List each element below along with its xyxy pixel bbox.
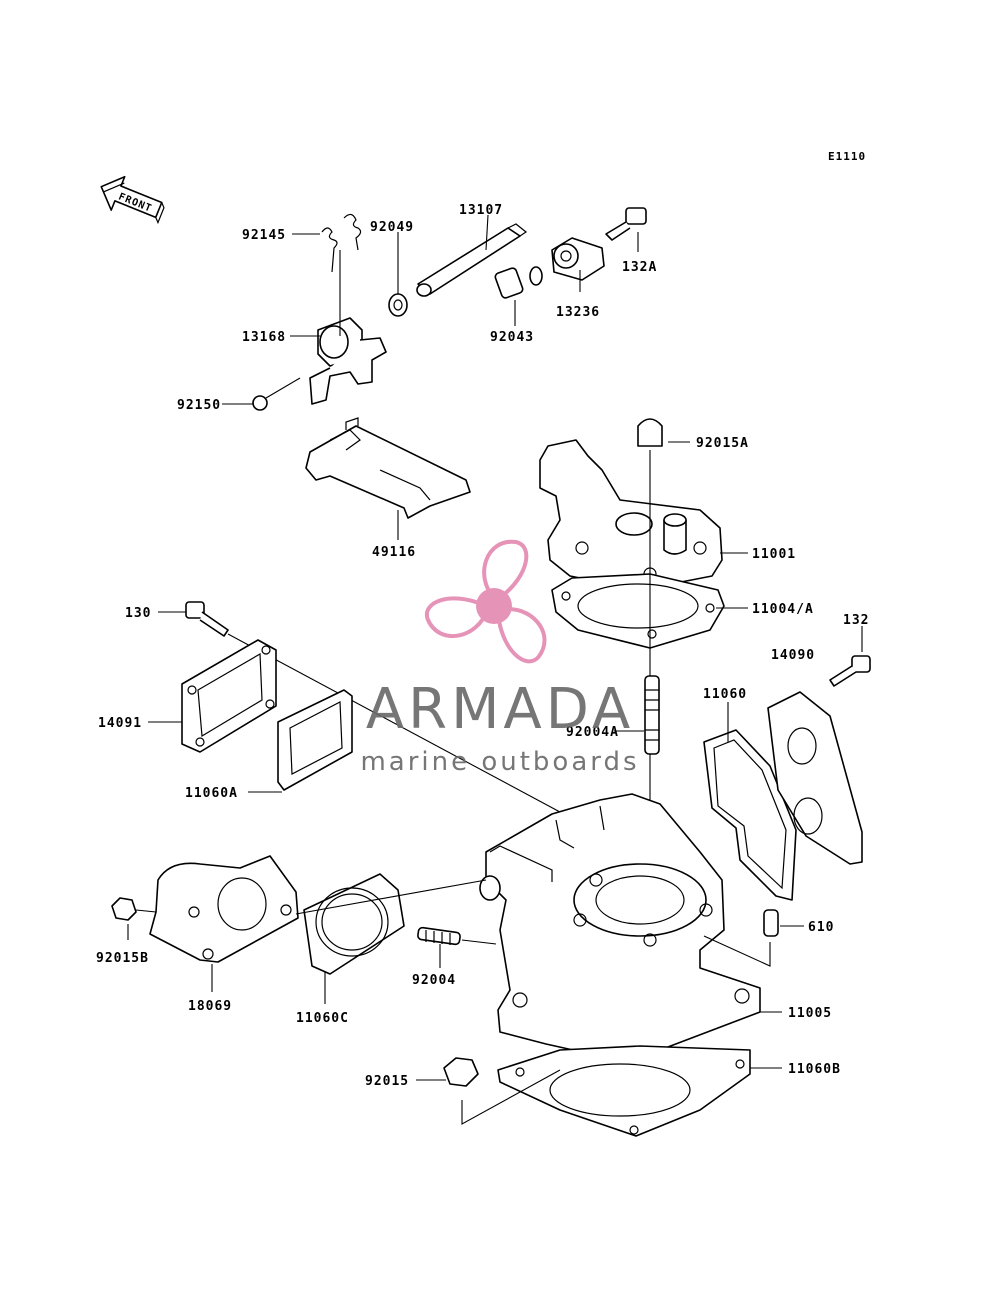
propeller-logo-icon bbox=[420, 539, 557, 669]
label-13168: 13168 bbox=[242, 330, 286, 345]
watermark: ARMADA marine outboards bbox=[360, 539, 639, 777]
label-92015: 92015 bbox=[365, 1074, 409, 1089]
label-11060B: 11060B bbox=[788, 1062, 841, 1077]
dowel-axis bbox=[703, 935, 771, 967]
dowel-pin-610 bbox=[763, 909, 779, 937]
label-92145: 92145 bbox=[242, 228, 286, 243]
label-13107: 13107 bbox=[459, 203, 503, 218]
spring-92145 bbox=[321, 213, 362, 273]
label-11060A: 11060A bbox=[185, 786, 238, 801]
label-92004: 92004 bbox=[412, 973, 456, 988]
label-130: 130 bbox=[125, 606, 151, 621]
gasket-11060A bbox=[277, 689, 353, 791]
stud-92004A bbox=[644, 675, 660, 755]
screw-92150 bbox=[252, 377, 301, 411]
collar-92043 bbox=[494, 266, 543, 299]
intake-axis-line bbox=[227, 633, 561, 813]
label-49116: 49116 bbox=[372, 545, 416, 560]
label-92043: 92043 bbox=[490, 330, 534, 345]
watermark-brand: ARMADA bbox=[366, 677, 634, 742]
label-11001: 11001 bbox=[752, 547, 796, 562]
label-11005: 11005 bbox=[788, 1006, 832, 1021]
valve-plate-49116 bbox=[305, 417, 471, 519]
shaft-13107 bbox=[416, 223, 528, 297]
bolt-130 bbox=[185, 601, 229, 637]
cylinder-11005 bbox=[479, 793, 761, 1062]
label-610: 610 bbox=[808, 920, 834, 935]
nut-92015-axis bbox=[461, 1069, 561, 1125]
diagram-code: E1110 bbox=[828, 150, 866, 163]
label-18069: 18069 bbox=[188, 999, 232, 1014]
front-arrow-icon: FRONT bbox=[100, 175, 165, 225]
manifold-18069 bbox=[149, 855, 299, 963]
gasket-11060 bbox=[703, 729, 797, 901]
bolt-132A bbox=[605, 207, 647, 241]
valve-body-13168 bbox=[309, 317, 387, 405]
nut-92015 bbox=[443, 1057, 479, 1087]
nut-92015A bbox=[637, 418, 663, 447]
bearing-92049 bbox=[388, 293, 408, 317]
label-11004A: 11004/A bbox=[752, 602, 814, 617]
label-14090: 14090 bbox=[771, 648, 815, 663]
label-132A: 132A bbox=[622, 260, 657, 275]
base-gasket-11060B bbox=[497, 1045, 751, 1137]
label-92150: 92150 bbox=[177, 398, 221, 413]
label-14091: 14091 bbox=[98, 716, 142, 731]
label-92004A: 92004A bbox=[566, 725, 619, 740]
label-92049: 92049 bbox=[370, 220, 414, 235]
cylinder-head-11001 bbox=[539, 439, 723, 591]
stud-92004 bbox=[417, 926, 461, 946]
watermark-tagline: marine outboards bbox=[360, 747, 639, 777]
gear-13236 bbox=[551, 237, 605, 281]
cover-14091 bbox=[181, 639, 277, 753]
nut-92015B bbox=[111, 897, 137, 921]
label-132: 132 bbox=[843, 613, 869, 628]
label-92015A: 92015A bbox=[696, 436, 749, 451]
head-gasket-11004 bbox=[551, 573, 725, 649]
label-13236: 13236 bbox=[556, 305, 600, 320]
bolt-132 bbox=[829, 655, 871, 687]
label-11060C: 11060C bbox=[296, 1011, 349, 1026]
cover-14090 bbox=[767, 691, 863, 865]
callouts: 92145 13107 92049 132A 13236 92043 13168… bbox=[96, 203, 869, 1089]
label-11060: 11060 bbox=[703, 687, 747, 702]
label-92015B: 92015B bbox=[96, 951, 149, 966]
gasket-11060C bbox=[303, 873, 405, 975]
